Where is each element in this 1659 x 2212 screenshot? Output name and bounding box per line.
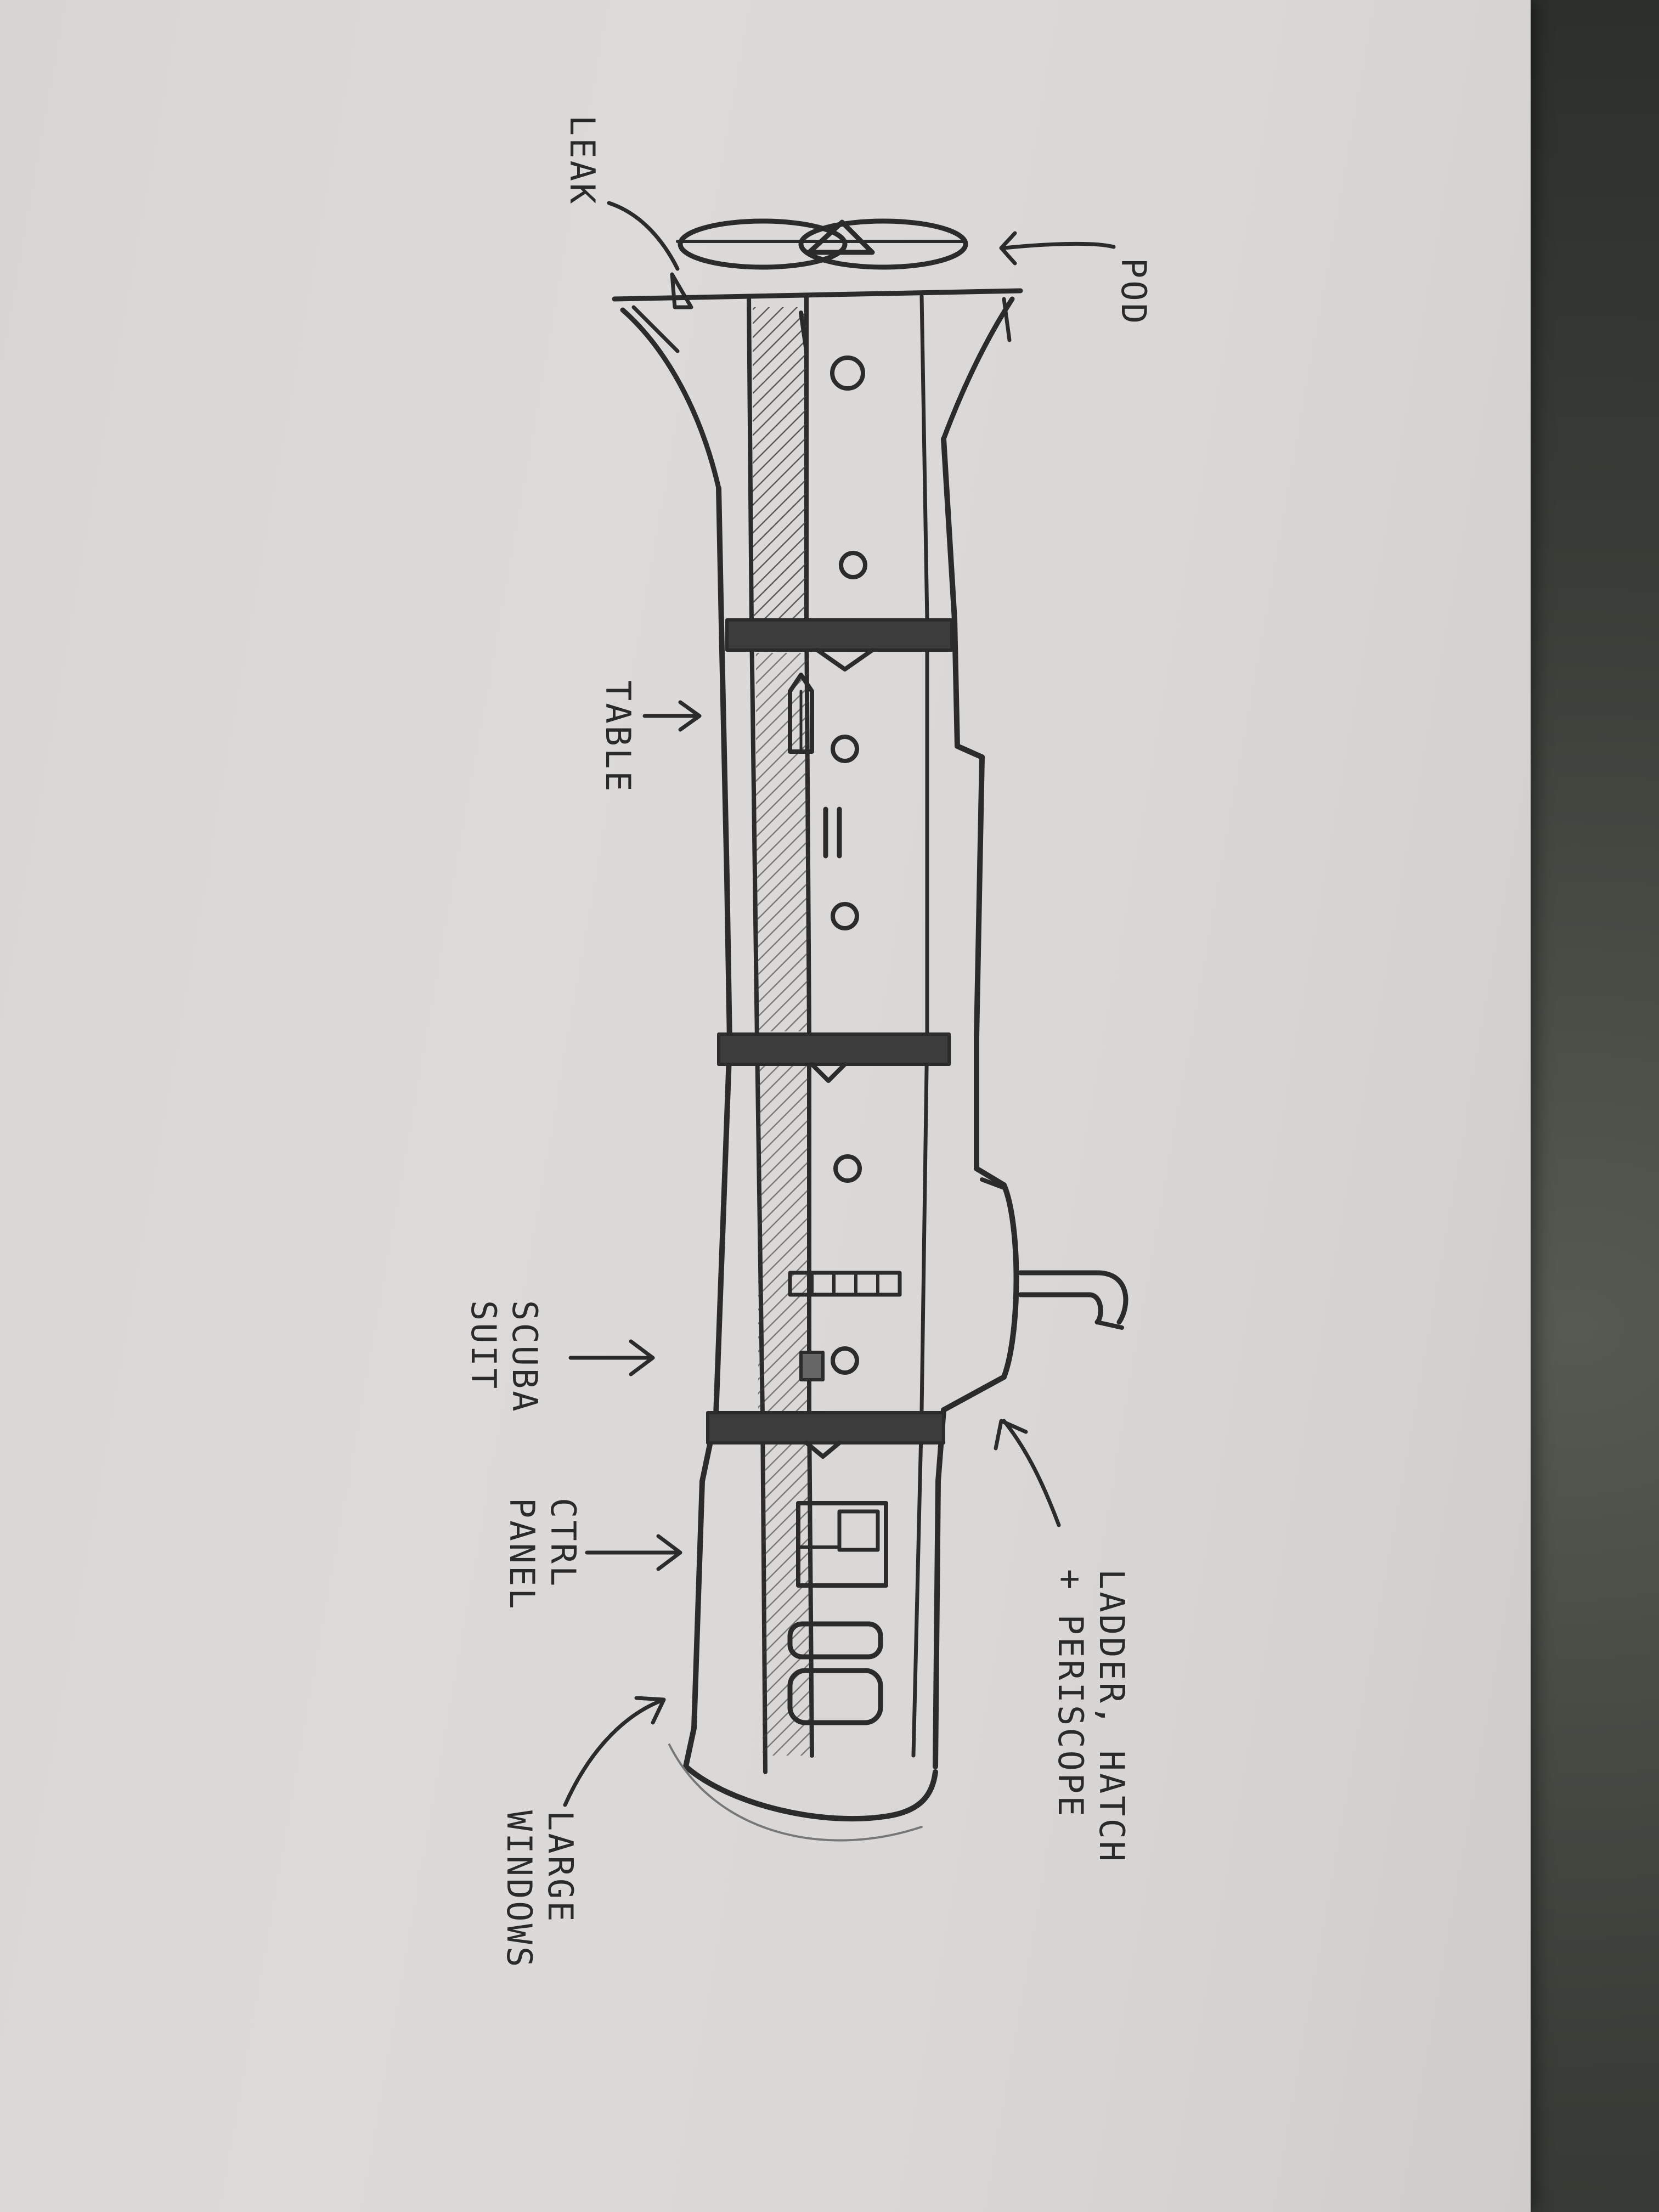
label-leak: LEAK: [562, 115, 602, 206]
label-ladder-line1: LADDER, HATCH: [1092, 1569, 1132, 1864]
label-scuba-line1: SCUBA: [505, 1300, 545, 1414]
propeller: [678, 221, 966, 267]
label-ladder-line2: + PERISCOPE: [1051, 1569, 1091, 1819]
label-pod: POD: [1114, 258, 1154, 326]
periscope-tower: [982, 1180, 1126, 1328]
label-scuba-line2: SUIT: [464, 1300, 504, 1391]
label-ctrl-line2: PANEL: [502, 1498, 542, 1611]
label-large-line2: WINDOWS: [499, 1810, 539, 1969]
label-large-line1: LARGE: [540, 1810, 580, 1924]
label-ctrl-line1: CTRL: [543, 1498, 583, 1588]
tail-fins: [614, 274, 1020, 488]
annotation-arrows: [565, 203, 1114, 1805]
portholes: [832, 358, 865, 1373]
bunks: [826, 809, 839, 856]
label-table: TABLE: [598, 680, 638, 794]
bulkheads: [708, 620, 952, 1457]
